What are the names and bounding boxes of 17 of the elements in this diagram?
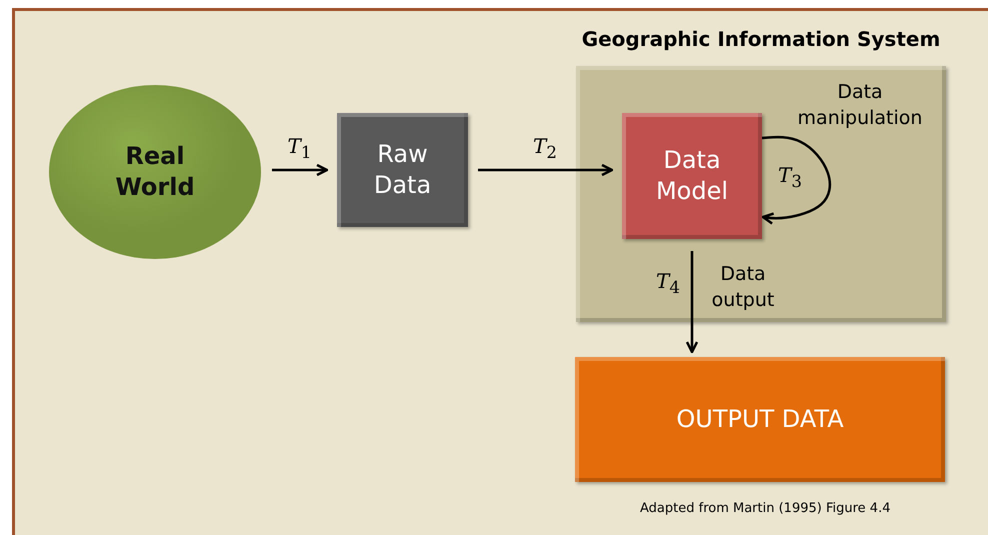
process-note: Data manipulation [796,80,924,131]
node-label: Real World [114,140,196,203]
arrow [686,251,698,354]
process-note: Data output [710,262,776,313]
edge-label: T$_{4}$ [656,269,680,297]
arrow [478,164,614,176]
group-heading: Geographic Information System [580,26,942,52]
ellipse-node [48,84,262,260]
edge-label: T$_{2}$ [533,134,557,162]
caption: Adapted from Martin (1995) Figure 4.4 [640,501,890,516]
process-box: Data Model [622,113,762,239]
process-box: Raw Data [337,113,468,227]
edge-label: T$_{3}$ [778,163,802,191]
edge-label: T$_{1}$ [287,134,312,162]
arrow [272,164,328,176]
output-box: OUTPUT DATA [575,357,945,482]
arrow [762,136,832,225]
